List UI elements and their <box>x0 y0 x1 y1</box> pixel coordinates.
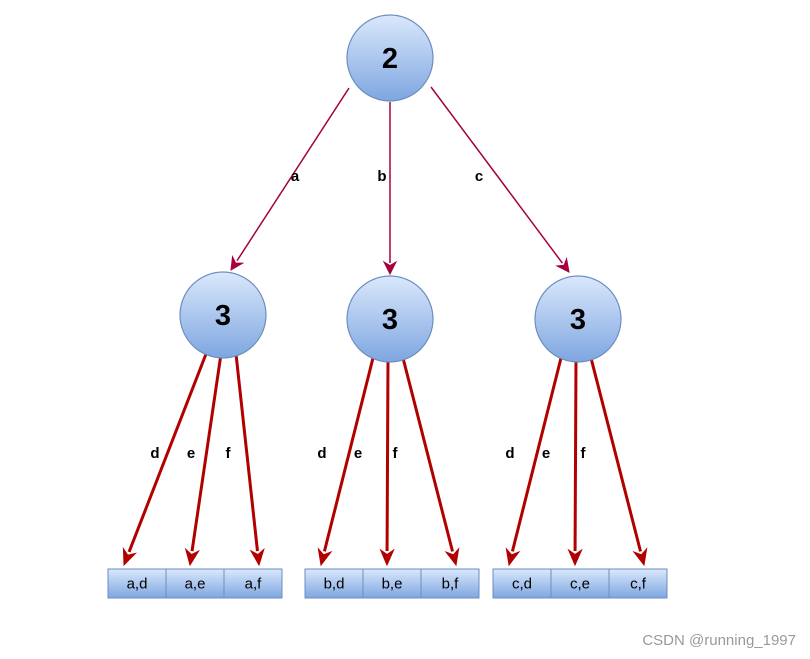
edge-label-b-f: f <box>393 445 399 462</box>
edge-a-e <box>184 353 223 567</box>
edge-label-a-f: f <box>226 445 232 462</box>
leaf-label-c-1: c,d <box>512 576 532 593</box>
edge-label-b-d: d <box>317 445 326 462</box>
edge-label-a: a <box>291 168 300 185</box>
leaf-box-c-2 <box>550 568 610 599</box>
leaf-group-b: b,d b,e b,f <box>304 568 480 599</box>
edge-a-d <box>122 353 208 567</box>
root-node: 2 <box>346 14 434 102</box>
leaf-label-a-1: a,d <box>127 576 148 593</box>
edge-b-f <box>401 357 460 567</box>
edge-c-e <box>567 357 583 567</box>
child-node-c: 3 <box>534 275 622 363</box>
edge-root-to-child-3 <box>430 86 570 273</box>
leaf-label-b-2: b,e <box>382 576 403 593</box>
leaf-label-b-1: b,d <box>324 576 345 593</box>
edge-root-to-child-1 <box>230 87 350 271</box>
edge-b-d <box>317 357 375 567</box>
leaf-label-c-2: c,e <box>570 576 590 593</box>
edge-label-b-e: e <box>354 445 362 462</box>
leaf-group-c: c,d c,e c,f <box>492 568 668 599</box>
leaf-label-c-3: c,f <box>630 576 647 593</box>
edge-label-c-d: d <box>505 445 514 462</box>
leaf-box-a-1 <box>107 568 167 599</box>
edge-label-c-e: e <box>542 445 550 462</box>
edge-label-c-f: f <box>581 445 587 462</box>
edges-layer <box>122 86 648 567</box>
leaf-label-a-2: a,e <box>185 576 206 593</box>
edge-b-e <box>379 357 395 567</box>
edge-a-f <box>234 353 265 567</box>
watermark-text: CSDN @running_1997 <box>642 632 796 649</box>
edge-label-b: b <box>377 168 386 185</box>
leaf-box-a-2 <box>165 568 225 599</box>
root-node-label: 2 <box>382 43 398 75</box>
leaf-box-b-1 <box>304 568 364 599</box>
edge-label-c: c <box>475 168 483 185</box>
leaf-box-a-3 <box>223 568 283 599</box>
child-node-b: 3 <box>346 275 434 363</box>
leaf-box-b-3 <box>420 568 480 599</box>
child-node-a-label: 3 <box>215 300 231 332</box>
edge-c-f <box>589 357 648 567</box>
leaf-box-c-1 <box>492 568 552 599</box>
edge-root-to-child-2 <box>382 102 398 276</box>
leaves-layer: a,d a,e a,f b,d b,e b,f c,d c,e c,f <box>107 568 668 599</box>
child-node-b-label: 3 <box>382 304 398 336</box>
leaf-label-a-3: a,f <box>245 576 263 593</box>
edge-c-d <box>505 357 563 567</box>
edge-label-a-e: e <box>187 445 195 462</box>
child-node-c-label: 3 <box>570 304 586 336</box>
edge-label-a-d: d <box>150 445 159 462</box>
child-node-a: 3 <box>179 271 267 359</box>
edge-labels-layer: a b c d e f d e f d e f <box>150 168 586 462</box>
leaf-label-b-3: b,f <box>442 576 460 593</box>
leaf-group-a: a,d a,e a,f <box>107 568 283 599</box>
nodes-layer: 2 3 3 3 <box>179 14 622 363</box>
leaf-box-c-3 <box>608 568 668 599</box>
